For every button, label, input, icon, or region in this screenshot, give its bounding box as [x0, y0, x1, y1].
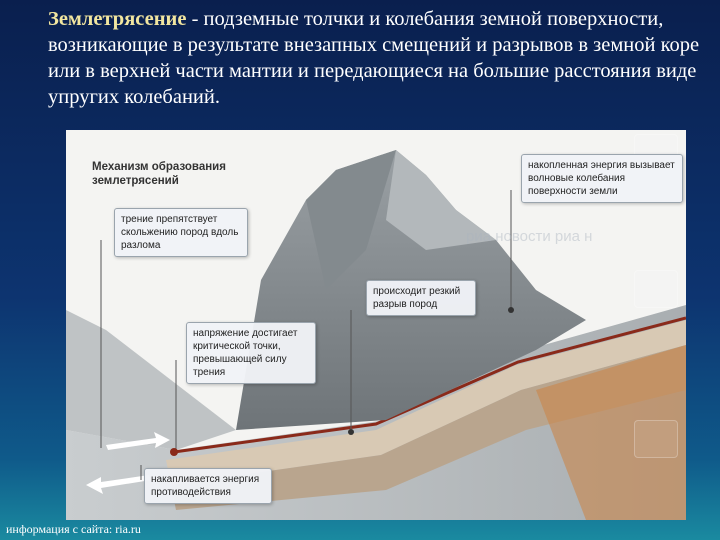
surface-point	[508, 307, 514, 313]
callout-friction: трение препятствует скольжению пород вдо…	[114, 208, 248, 257]
term-earthquake: Землетрясение	[48, 8, 187, 30]
arrow-right	[106, 432, 170, 450]
callout-rupture: происходит резкий разрыв пород	[366, 280, 476, 316]
callout-stress: напряжение достигает критической точки, …	[186, 322, 316, 384]
rupture-point	[348, 429, 354, 435]
ria-logo-icon	[634, 420, 678, 458]
plain-left	[66, 310, 236, 450]
callout-accumulation: накапливается энергия противодействия	[144, 468, 272, 504]
surface-right	[536, 345, 686, 520]
watermark: риа новости риа н	[466, 228, 593, 245]
arrow-left	[86, 475, 151, 494]
strata-upper	[166, 320, 686, 485]
callout-energy-waves: накопленная энергия вызывает волновые ко…	[521, 154, 683, 203]
source-footer: информация с сайта: ria.ru	[6, 522, 141, 536]
mountain-ridge-light	[386, 150, 496, 250]
fault-line	[173, 316, 686, 454]
diagram-heading: Механизм образования землетрясений	[92, 161, 226, 187]
definition-text: - подземные толчки и колебания земной по…	[48, 8, 700, 108]
ria-logo-icon	[634, 270, 678, 308]
mountain-ridge-shadow	[306, 150, 396, 290]
earthquake-diagram: риа новости риа н Механизм образования з…	[66, 130, 686, 520]
slide-title: Землетрясение - подземные толчки и колеб…	[48, 6, 708, 110]
focus-point	[170, 448, 178, 456]
